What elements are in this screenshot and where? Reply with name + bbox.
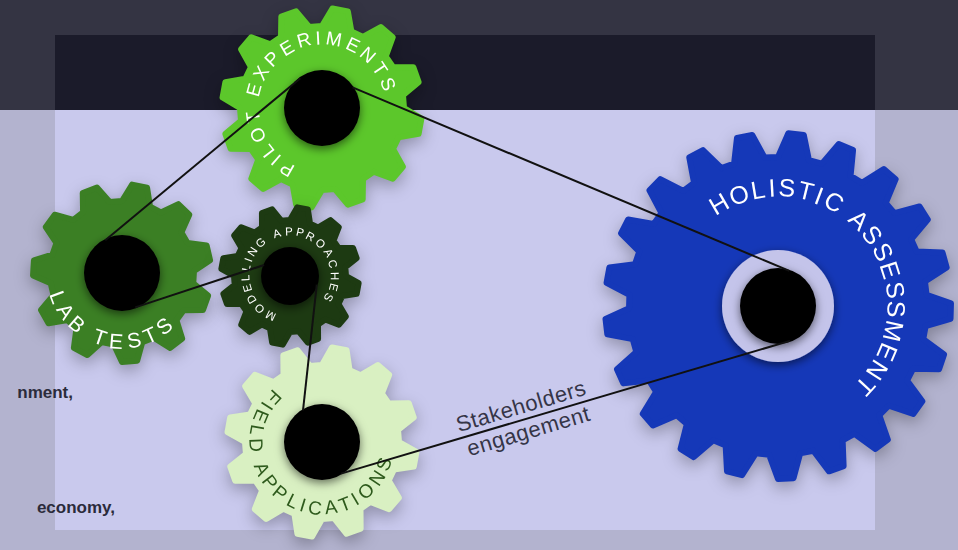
gear-node: LAB TESTS (24, 175, 220, 371)
gear-label-letter: T (242, 110, 262, 124)
gear-label-letter: P (277, 157, 297, 180)
gear-label: PILOT EXPERIMENTS (213, 0, 431, 217)
belt-line (105, 78, 300, 240)
belt-line (353, 87, 790, 271)
gear-label-letter: S (125, 328, 142, 351)
gear-hub (284, 70, 360, 146)
gear-label-letter: O (246, 125, 269, 146)
gear-label: FIELD APPLICATIONS (218, 338, 426, 546)
gear-label-letter: E (241, 283, 254, 294)
gear-shape (213, 0, 431, 217)
gear-label-letter: P (261, 47, 283, 69)
gear-label-letter: S (377, 75, 399, 93)
outer-top-band (0, 0, 958, 110)
gear-label-letter: E (276, 36, 297, 59)
gear-label-letter: G (254, 235, 268, 250)
gear-shape (212, 198, 368, 354)
gear-hub (261, 247, 319, 305)
gear-label: HOLISTIC ASSESSMENT (596, 124, 958, 488)
gear-label-letter: M (264, 308, 278, 323)
gear-label-letter: C (326, 258, 339, 269)
belt-line (303, 285, 317, 411)
gear-label-letter: D (246, 438, 266, 453)
gear-body (605, 133, 950, 479)
gear-label-letter: S (778, 175, 796, 201)
edge-label: Stakeholders engagement (446, 373, 605, 466)
gear-body (228, 348, 417, 537)
gear-body (33, 185, 210, 362)
gear-label-letter: E (244, 81, 266, 98)
gear-hub (740, 268, 816, 344)
side-note: nment, (17, 383, 73, 403)
gear-node: HOLISTIC ASSESSMENT (596, 124, 958, 488)
gear-label-letter: L (240, 274, 252, 281)
inner-top-band (55, 35, 875, 110)
gear-label-letter: S (883, 301, 908, 318)
gear-label: LAB TESTS (24, 175, 220, 371)
gear-label-letter: R (295, 29, 313, 51)
side-note: economy, (37, 498, 115, 518)
gear-label-letter: M (325, 28, 344, 49)
gear-label-letter: S (322, 291, 336, 303)
gear-node: MODELLING APPROACHES (212, 198, 368, 354)
gear-label-letter: T (90, 325, 109, 349)
gear-label-letter: I (315, 28, 321, 47)
gear-label-letter: A (321, 247, 335, 260)
gear-label-letter (242, 100, 261, 106)
gear-label-letter: T (369, 59, 391, 79)
gear-label-letter: C (307, 497, 323, 517)
gear-label-letter: A (323, 497, 338, 518)
gear-hub (84, 235, 160, 311)
gear-body (221, 207, 358, 344)
gear-label-letter: S (881, 280, 908, 300)
gear-label-letter: E (109, 330, 125, 352)
gear-node: PILOT EXPERIMENTS (213, 0, 431, 217)
gear-label-letter: L (247, 423, 268, 437)
gear-label-letter: P (295, 227, 305, 240)
gear-label-letter: E (326, 282, 339, 292)
gear-label-letter: P (284, 226, 292, 238)
belt-line (341, 341, 790, 474)
hub-ring (722, 250, 834, 362)
gear-body (223, 9, 422, 208)
gear-label-letter: L (240, 264, 252, 272)
gear-hub (284, 404, 360, 480)
belt-line (135, 265, 264, 307)
gear-label-letter: A (272, 227, 283, 240)
gear-label: MODELLING APPROACHES (212, 198, 368, 354)
gear-label-letter: I (768, 175, 776, 200)
gear-node: FIELD APPLICATIONS (218, 338, 426, 546)
gear-label-letter: L (749, 176, 767, 203)
gear-label-letter: H (328, 271, 340, 279)
